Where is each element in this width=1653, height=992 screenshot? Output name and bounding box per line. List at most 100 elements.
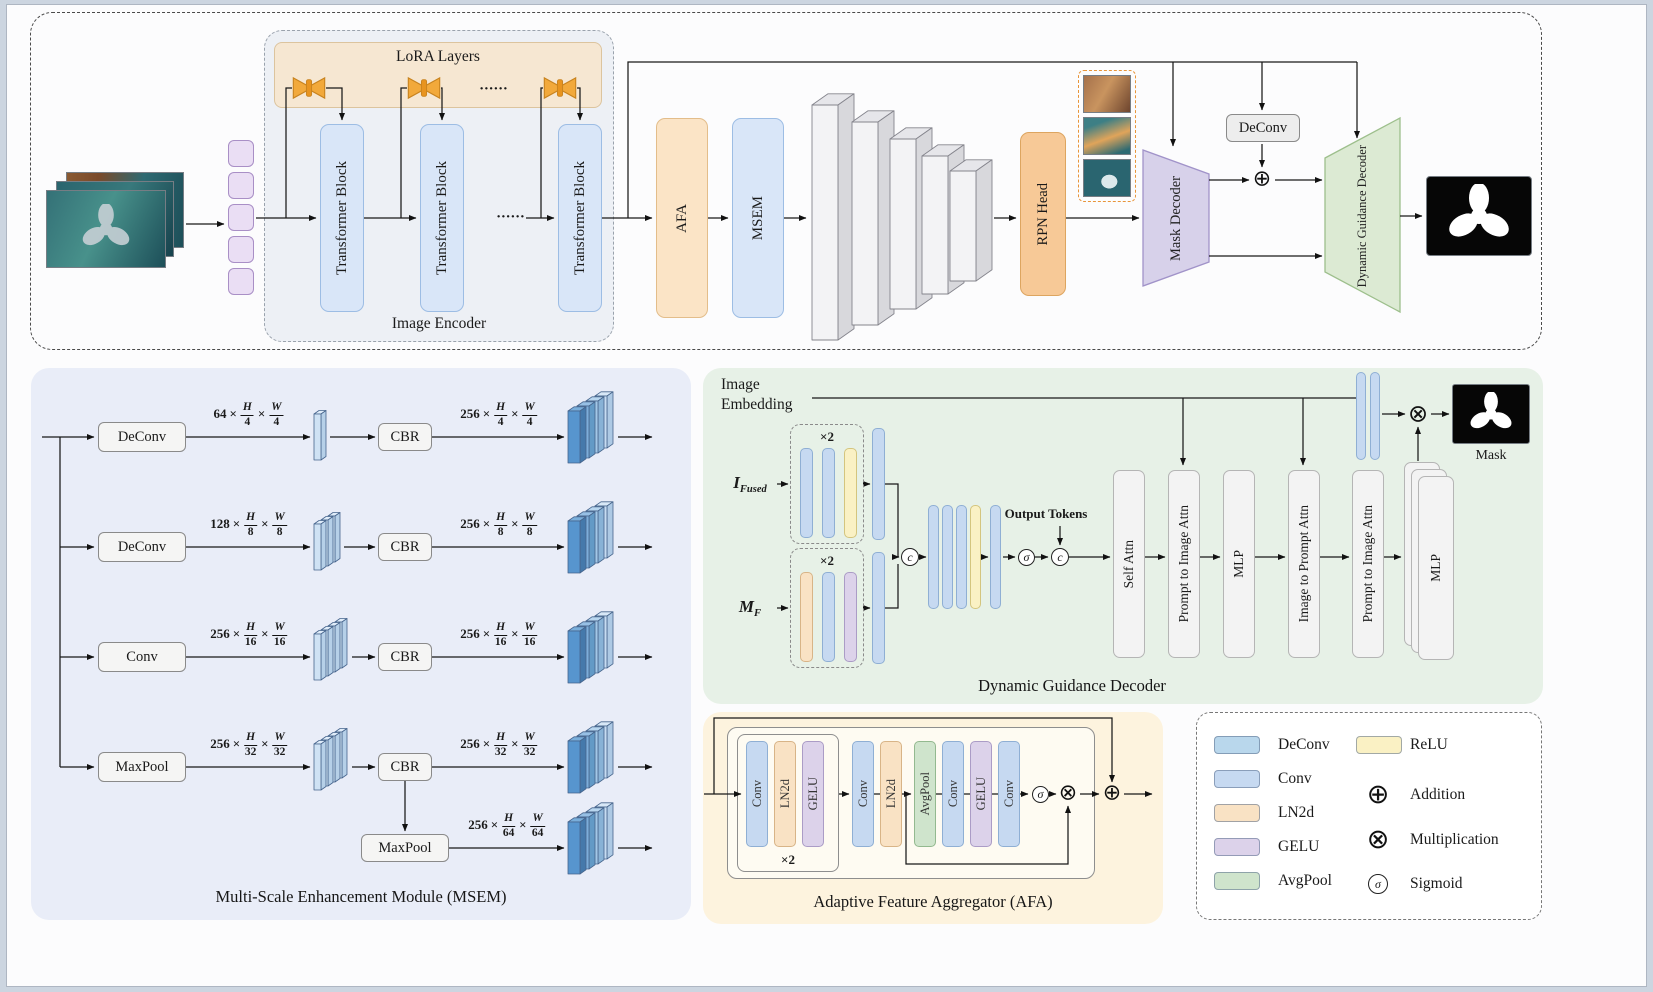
afa-inner-ln2d: LN2d: [774, 741, 796, 847]
dynamic-guidance-decoder-label: Dynamic Guidance Decoder: [1354, 144, 1369, 288]
input-image-front: [46, 190, 166, 268]
afa-sigmoid-icon: σ: [1032, 786, 1049, 803]
patch-embedding: [228, 172, 254, 199]
legend-label-sigmoid: Sigmoid: [1410, 875, 1463, 892]
output-tokens-label: Output Tokens: [1004, 506, 1088, 521]
image-encoder-label: Image Encoder: [391, 315, 487, 332]
legend-swatch-avgpool: [1214, 872, 1260, 890]
legend-swatch-relu: [1356, 736, 1402, 754]
stage-prompt-to-image-attn: Prompt to Image Attn: [1168, 470, 1200, 658]
legend-sigmoid-icon: σ: [1368, 874, 1388, 894]
afa-conv-4: Conv: [998, 741, 1020, 847]
multiplication-icon: ⊗: [1407, 399, 1429, 428]
sigmoid-icon: σ: [1018, 549, 1035, 566]
dgd-mask-image: [1452, 384, 1530, 444]
legend-swatch-conv: [1214, 770, 1260, 788]
legend-label-avgpool: AvgPool: [1278, 872, 1332, 889]
afa-ln2d-2: LN2d: [880, 741, 902, 847]
joint-bar-4: [970, 505, 981, 609]
afa-x2-label: ×2: [781, 852, 795, 867]
fused-bar-1: [800, 448, 813, 538]
rpn-head-block: RPN Head: [1020, 132, 1066, 296]
mf-bar-3: [844, 572, 857, 662]
afa-title: Adaptive Feature Aggregator (AFA): [813, 892, 1053, 911]
afa-addition-icon: ⊕: [1102, 780, 1122, 806]
legend-label-conv: Conv: [1278, 770, 1312, 787]
legend-multiplication-icon: ⊗: [1366, 823, 1390, 855]
msem-op-3: Conv: [98, 642, 186, 672]
concat-icon-2: c: [1051, 548, 1069, 566]
concat-icon: c: [901, 548, 919, 566]
legend-label-deconv: DeConv: [1278, 736, 1330, 753]
afa-gelu-2: GELU: [970, 741, 992, 847]
msem-title: Multi-Scale Enhancement Module (MSEM): [215, 887, 507, 906]
afa-multiplication-icon: ⊗: [1058, 780, 1078, 806]
afa-conv-3: Conv: [942, 741, 964, 847]
mf-bar-1: [800, 572, 813, 662]
stage-prompt-to-image-attn-2: Prompt to Image Attn: [1352, 470, 1384, 658]
msem-cbr-4: CBR: [378, 753, 432, 781]
transformer-block-1: Transformer Block: [320, 124, 364, 312]
joint-bar-3: [956, 505, 967, 609]
output-mask-image: [1426, 176, 1532, 256]
afa-inner-gelu: GELU: [802, 741, 824, 847]
mf-proj-bar: [872, 552, 885, 664]
msem-cbr-1: CBR: [378, 423, 432, 451]
legend-label-addition: Addition: [1410, 786, 1466, 803]
patch-embedding: [228, 204, 254, 231]
legend-label-relu: ReLU: [1410, 736, 1448, 753]
legend-addition-icon: ⊕: [1366, 778, 1390, 810]
stage-self-attn: Self Attn: [1113, 470, 1145, 658]
joint-bar-2: [942, 505, 953, 609]
msem-maxpool-2: MaxPool: [361, 834, 449, 862]
joint-bar-1: [928, 505, 939, 609]
deconv-top-box: DeConv: [1226, 114, 1300, 142]
legend-swatch-gelu: [1214, 838, 1260, 856]
i-fused-label: IFused: [733, 472, 767, 496]
mf-bar-2: [822, 572, 835, 662]
fused-bar-2: [822, 448, 835, 538]
transformer-block-2: Transformer Block: [420, 124, 464, 312]
fused-proj-bar: [872, 428, 885, 540]
msem-cbr-2: CBR: [378, 533, 432, 561]
afa-conv-2: Conv: [852, 741, 874, 847]
msem-block: MSEM: [732, 118, 784, 318]
afa-inner-conv: Conv: [746, 741, 768, 847]
legend-label-ln2d: LN2d: [1278, 804, 1315, 821]
addition-icon: ⊕: [1252, 166, 1272, 192]
dgd-mask-label: Mask: [1475, 448, 1507, 463]
mf-group-x2: ×2: [820, 553, 834, 568]
dgd-title: Dynamic Guidance Decoder: [978, 676, 1166, 695]
msem-op-2: DeConv: [98, 532, 186, 562]
msem-op-4: MaxPool: [98, 752, 186, 782]
fused-bar-3: [844, 448, 857, 538]
transformer-block-3: Transformer Block: [558, 124, 602, 312]
encoder-dots: ......: [496, 205, 526, 222]
legend-swatch-ln2d: [1214, 804, 1260, 822]
legend-label-gelu: GELU: [1278, 838, 1320, 855]
lora-dots: ......: [479, 77, 509, 94]
joint-bar-5: [990, 505, 1001, 609]
upscale-bar-2: [1370, 372, 1380, 460]
msem-cbr-3: CBR: [378, 643, 432, 671]
patch-embedding: [228, 268, 254, 295]
legend-swatch-deconv: [1214, 736, 1260, 754]
mask-decoder-label: Mask Decoder: [1167, 175, 1184, 261]
fused-group-x2: ×2: [820, 429, 834, 444]
upscale-bar-1: [1356, 372, 1366, 460]
afa-avgpool: AvgPool: [914, 741, 936, 847]
pipeline-box: [30, 12, 1542, 350]
proposal-crops-box: [1078, 70, 1136, 202]
patch-embedding: [228, 236, 254, 263]
msem-op-1: DeConv: [98, 422, 186, 452]
afa-block: AFA: [656, 118, 708, 318]
